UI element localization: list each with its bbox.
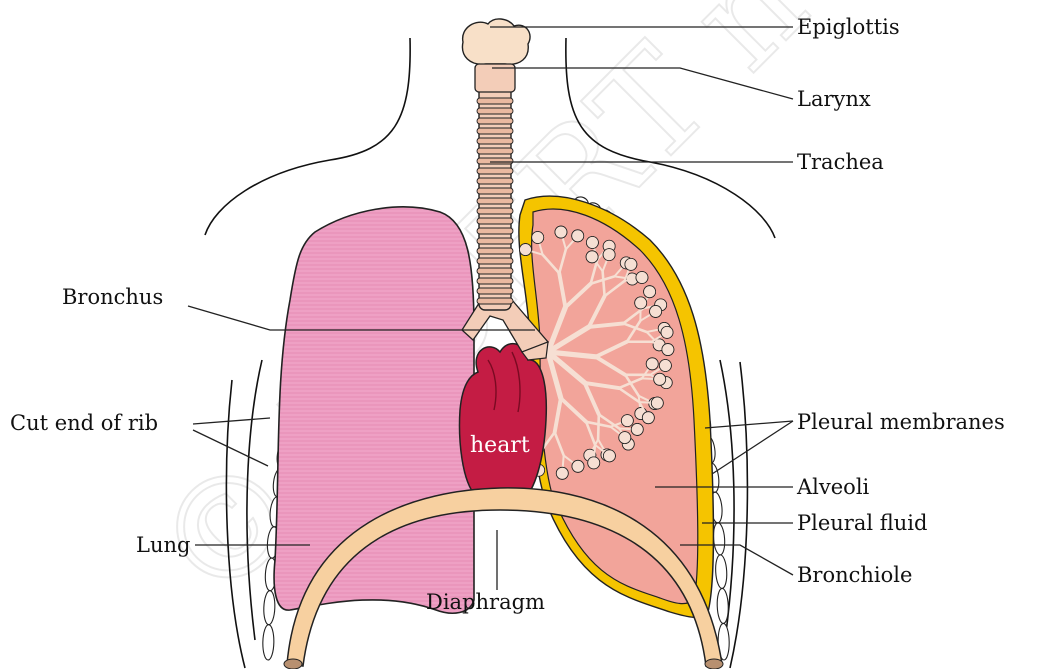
alveolus: [625, 258, 637, 270]
tracheal-ring: [477, 228, 513, 234]
alveolus: [588, 457, 600, 469]
alveolus: [603, 450, 615, 462]
alveolus: [603, 249, 615, 261]
alveolus: [651, 397, 663, 409]
alveolus: [646, 358, 658, 370]
tracheal-ring: [477, 158, 513, 164]
alveolus: [619, 432, 631, 444]
alveolus: [532, 231, 544, 243]
tracheal-ring: [477, 148, 513, 154]
rib-link: [712, 522, 725, 555]
alveolus: [519, 244, 531, 256]
alveolus: [659, 359, 671, 371]
alveolus: [635, 297, 647, 309]
tracheal-ring: [477, 168, 513, 174]
alveolus: [572, 460, 584, 472]
bronchiole-branch: [598, 414, 599, 439]
label-larynx: Larynx: [797, 87, 871, 111]
diaphragm-right-end: [705, 659, 723, 669]
label-bronchiole: Bronchiole: [797, 563, 912, 587]
tracheal-ring: [477, 188, 513, 194]
label-epiglottis: Epiglottis: [797, 15, 900, 39]
tracheal-ring: [477, 128, 513, 134]
tracheal-ring: [477, 278, 513, 284]
rib-link: [717, 588, 729, 623]
tracheal-ring: [477, 288, 513, 294]
label-pleural-fluid: Pleural fluid: [797, 511, 927, 535]
alveolus: [621, 415, 633, 427]
alveolus: [572, 230, 584, 242]
alveolus: [642, 412, 654, 424]
tracheal-ring: [477, 268, 513, 274]
leader-pleural-2: [712, 421, 793, 474]
tracheal-ring: [477, 298, 513, 304]
alveolus: [586, 251, 598, 263]
alveolus: [644, 286, 656, 298]
label-alveoli: Alveoli: [796, 475, 870, 499]
rib-link: [715, 555, 728, 589]
tracheal-ring: [477, 138, 513, 144]
label-diaphragm: Diaphragm: [426, 590, 545, 614]
alveolus: [661, 326, 673, 338]
tracheal-ring: [477, 248, 513, 254]
tracheal-ring: [477, 108, 513, 114]
label-trachea: Trachea: [797, 150, 884, 174]
tracheal-ring: [477, 258, 513, 264]
epiglottis: [462, 19, 530, 64]
diaphragm-left-end: [284, 659, 302, 669]
rib-link: [263, 625, 275, 661]
left-neck-shoulder: [205, 38, 410, 235]
tracheal-ring: [477, 198, 513, 204]
label-cut-end-of-rib: Cut end of rib: [10, 411, 158, 435]
tracheal-ring: [477, 218, 513, 224]
label-bronchus: Bronchus: [62, 285, 163, 309]
alveolus: [650, 305, 662, 317]
tracheal-ring: [477, 98, 513, 104]
left-lung: [274, 207, 474, 613]
alveolus: [556, 467, 568, 479]
alveolus: [586, 237, 598, 249]
alveolus: [636, 271, 648, 283]
right-body-wall-outer: [730, 362, 747, 668]
tracheal-ring: [477, 238, 513, 244]
leader-pleural-1: [705, 421, 793, 428]
tracheal-rings: [477, 98, 513, 304]
tracheal-ring: [477, 118, 513, 124]
alveolus: [631, 423, 643, 435]
label-pleural-membranes: Pleural membranes: [797, 410, 1005, 434]
heart-label: heart: [470, 433, 530, 458]
alveolus: [654, 373, 666, 385]
label-lung: Lung: [136, 533, 190, 557]
tracheal-ring: [477, 178, 513, 184]
alveolus: [555, 226, 567, 238]
tracheal-ring: [477, 208, 513, 214]
alveolus: [662, 344, 674, 356]
